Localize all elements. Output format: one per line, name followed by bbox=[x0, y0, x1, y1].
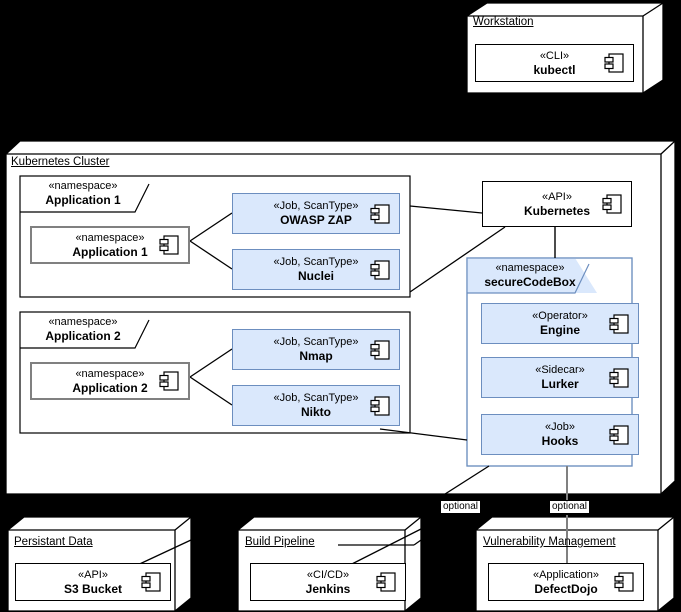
component-lurker-stereotype: «Sidecar» bbox=[535, 364, 585, 376]
component-nikto[interactable]: «Job, ScanType» Nikto bbox=[232, 385, 400, 426]
uml-component-icon bbox=[141, 572, 161, 592]
vulnerability-management-node-label: Vulnerability Management bbox=[483, 536, 616, 548]
component-s3-bucket-name: S3 Bucket bbox=[63, 581, 123, 596]
component-s3-bucket[interactable]: «API» S3 Bucket bbox=[15, 563, 171, 601]
component-hooks-stereotype: «Job» bbox=[545, 421, 575, 433]
edge-label-optional-right: optional bbox=[549, 500, 591, 514]
component-s3-bucket-stereotype: «API» bbox=[78, 568, 108, 581]
component-hooks-name: Hooks bbox=[541, 434, 579, 448]
component-application-2-text: «namespace» Application 2 bbox=[72, 368, 147, 395]
component-engine-text: «Operator» Engine bbox=[532, 310, 588, 337]
component-kubernetes-api[interactable]: «API» Kubernetes bbox=[482, 181, 632, 227]
component-application-2-stereotype: «namespace» bbox=[75, 367, 145, 380]
uml-component-icon bbox=[370, 339, 390, 360]
component-application-2[interactable]: «namespace» Application 2 bbox=[30, 362, 190, 400]
build-pipeline-node-label: Build Pipeline bbox=[245, 536, 315, 548]
component-lurker[interactable]: «Sidecar» Lurker bbox=[481, 357, 639, 398]
component-application-1-name: Application 1 bbox=[72, 244, 148, 259]
component-nikto-text: «Job, ScanType» Nikto bbox=[273, 392, 358, 419]
namespace-application-2-stereotype: «namespace» bbox=[48, 316, 118, 328]
component-jenkins[interactable]: «CI/CD» Jenkins bbox=[250, 563, 406, 601]
component-defectdojo-name: DefectDojo bbox=[534, 581, 598, 596]
component-engine-name: Engine bbox=[539, 323, 580, 337]
component-owasp-zap-text: «Job, ScanType» OWASP ZAP bbox=[273, 200, 358, 227]
component-application-1-text: «namespace» Application 1 bbox=[72, 232, 147, 259]
uml-component-icon bbox=[370, 259, 390, 280]
namespace-application-1-stereotype: «namespace» bbox=[48, 180, 118, 192]
uml-component-icon bbox=[159, 371, 179, 391]
namespace-securecodebox-stereotype: «namespace» bbox=[495, 262, 565, 274]
component-kubernetes-api-stereotype: «API» bbox=[542, 190, 572, 203]
component-hooks[interactable]: «Job» Hooks bbox=[481, 414, 639, 455]
namespace-application-2-name: Application 2 bbox=[45, 329, 121, 343]
component-kubectl[interactable]: «CLI» kubectl bbox=[475, 44, 634, 82]
component-defectdojo-stereotype: «Application» bbox=[532, 568, 600, 581]
component-lurker-text: «Sidecar» Lurker bbox=[535, 364, 585, 391]
component-kubectl-text: «CLI» kubectl bbox=[533, 50, 575, 77]
component-kubernetes-api-text: «API» Kubernetes bbox=[524, 191, 590, 218]
component-lurker-name: Lurker bbox=[541, 377, 579, 391]
component-defectdojo-text: «Application» DefectDojo bbox=[533, 569, 599, 596]
uml-component-icon bbox=[370, 395, 390, 416]
namespace-securecodebox-tab: «namespace» secureCodeBox bbox=[471, 262, 589, 289]
component-nmap-text: «Job, ScanType» Nmap bbox=[273, 336, 358, 363]
uml-component-icon bbox=[376, 572, 396, 592]
component-kubectl-stereotype: «CLI» bbox=[539, 49, 570, 62]
component-kubernetes-api-name: Kubernetes bbox=[523, 203, 591, 218]
namespace-application-2-tab: «namespace» Application 2 bbox=[28, 316, 138, 343]
workstation-node-label: Workstation bbox=[473, 16, 534, 28]
component-nmap-name: Nmap bbox=[299, 349, 333, 363]
component-owasp-zap[interactable]: «Job, ScanType» OWASP ZAP bbox=[232, 193, 400, 234]
component-jenkins-stereotype: «CI/CD» bbox=[306, 568, 350, 581]
uml-component-icon bbox=[602, 194, 622, 214]
uml-component-icon bbox=[609, 367, 629, 388]
uml-component-icon bbox=[604, 53, 624, 73]
component-jenkins-name: Jenkins bbox=[305, 581, 351, 596]
component-owasp-zap-stereotype: «Job, ScanType» bbox=[273, 200, 359, 212]
component-application-1[interactable]: «namespace» Application 1 bbox=[30, 226, 190, 264]
component-nuclei[interactable]: «Job, ScanType» Nuclei bbox=[232, 249, 400, 290]
component-nuclei-stereotype: «Job, ScanType» bbox=[273, 256, 359, 268]
component-defectdojo[interactable]: «Application» DefectDojo bbox=[488, 563, 644, 601]
component-s3-bucket-text: «API» S3 Bucket bbox=[64, 569, 122, 596]
component-owasp-zap-name: OWASP ZAP bbox=[280, 213, 352, 227]
namespace-application-1-tab: «namespace» Application 1 bbox=[28, 180, 138, 207]
kubernetes-cluster-node-label: Kubernetes Cluster bbox=[11, 156, 110, 168]
component-nuclei-name: Nuclei bbox=[297, 269, 334, 283]
component-nikto-name: Nikto bbox=[300, 405, 331, 419]
component-application-1-stereotype: «namespace» bbox=[75, 231, 145, 244]
component-nikto-stereotype: «Job, ScanType» bbox=[273, 392, 359, 404]
namespace-securecodebox-name: secureCodeBox bbox=[484, 275, 576, 289]
uml-component-icon bbox=[609, 313, 629, 334]
component-hooks-text: «Job» Hooks bbox=[542, 421, 579, 448]
component-engine[interactable]: «Operator» Engine bbox=[481, 303, 639, 344]
uml-component-icon bbox=[159, 235, 179, 255]
uml-component-icon bbox=[370, 203, 390, 224]
component-jenkins-text: «CI/CD» Jenkins bbox=[306, 569, 351, 596]
namespace-application-1-name: Application 1 bbox=[45, 193, 121, 207]
uml-component-icon bbox=[609, 424, 629, 445]
component-nmap-stereotype: «Job, ScanType» bbox=[273, 336, 359, 348]
uml-component-icon bbox=[614, 572, 634, 592]
component-engine-stereotype: «Operator» bbox=[532, 310, 588, 322]
persistant-data-node-label: Persistant Data bbox=[14, 536, 93, 548]
component-nmap[interactable]: «Job, ScanType» Nmap bbox=[232, 329, 400, 370]
component-application-2-name: Application 2 bbox=[72, 380, 148, 395]
component-nuclei-text: «Job, ScanType» Nuclei bbox=[273, 256, 358, 283]
component-kubectl-name: kubectl bbox=[533, 62, 576, 77]
edge-label-optional-left: optional bbox=[440, 500, 482, 514]
